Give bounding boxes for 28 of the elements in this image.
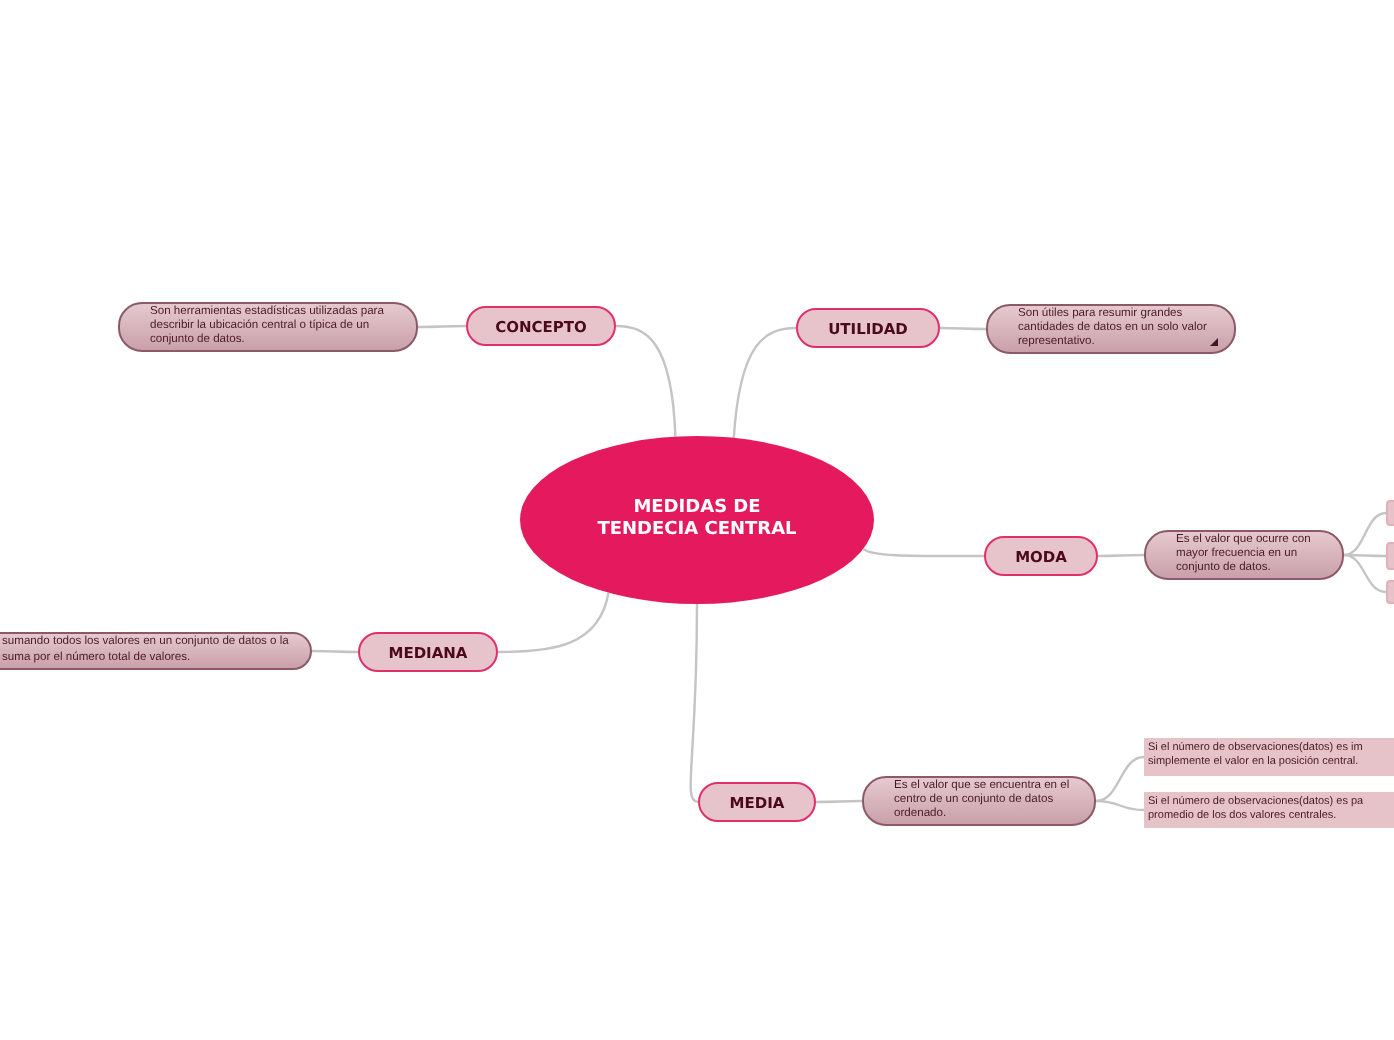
connector-line — [1343, 511, 1387, 557]
connector-line — [418, 324, 466, 329]
connector-line — [1343, 553, 1387, 594]
description-box — [986, 304, 1236, 354]
connector-line — [940, 326, 986, 331]
connector-line — [1095, 799, 1145, 812]
note-box — [1144, 738, 1394, 776]
topic-box — [984, 536, 1098, 576]
connector-line — [312, 649, 358, 654]
connector-line — [732, 326, 797, 438]
note-box — [1144, 792, 1394, 828]
description-box — [862, 776, 1096, 826]
topic-box — [796, 308, 940, 348]
connector-line — [615, 324, 677, 437]
connector-line — [498, 592, 610, 654]
connector-line — [816, 799, 862, 804]
description-box — [118, 302, 418, 352]
description-box — [0, 632, 312, 670]
connector-line — [689, 604, 699, 804]
connector-line — [1098, 553, 1144, 558]
topic-box — [698, 782, 816, 822]
topic-box — [358, 632, 498, 672]
connector-line — [1344, 553, 1386, 558]
connector-line — [862, 547, 984, 558]
connector-line — [1095, 755, 1145, 803]
description-box — [1144, 530, 1344, 580]
topic-title: MEDIDAS DE TENDECIA CENTRAL — [595, 497, 799, 543]
topic-box — [466, 306, 616, 346]
